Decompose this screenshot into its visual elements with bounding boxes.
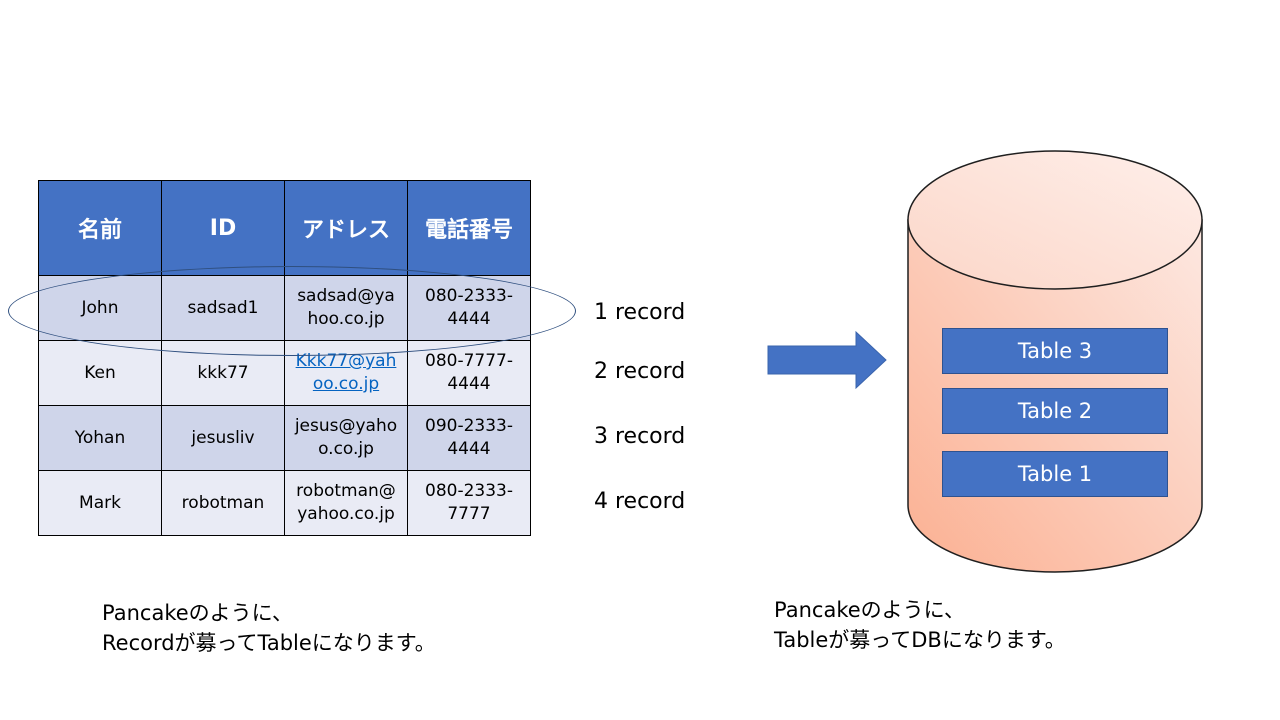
cell-phone: 080-2333- 4444 — [407, 275, 531, 341]
table-row: Ken kkk77 Kkk77@yah oo.co.jp 080-7777- 4… — [38, 340, 531, 406]
address-line-2: yahoo.co.jp — [297, 504, 395, 524]
header-id: ID — [161, 180, 285, 276]
address-line-2: hoo.co.jp — [307, 309, 385, 329]
phone-line-2: 4444 — [447, 309, 491, 329]
cell-address: jesus@yaho o.co.jp — [284, 405, 408, 471]
phone-line-1: 090-2333- — [425, 416, 513, 436]
caption-left-line-2: Recordが募ってTableになります。 — [102, 631, 436, 655]
cell-name: John — [38, 275, 162, 341]
email-link-line-1[interactable]: Kkk77@yah — [295, 351, 397, 371]
address-line-1: jesus@yaho — [294, 416, 398, 436]
address-line-2: o.co.jp — [318, 439, 374, 459]
records-table: 名前 ID アドレス 電話番号 John sadsad1 sadsad@ya h… — [38, 180, 531, 536]
caption-left-line-1: Pancakeのように、 — [102, 601, 294, 625]
record-label-3: 3 record — [594, 424, 686, 449]
cell-phone: 080-2333- 7777 — [407, 470, 531, 536]
cell-address: sadsad@ya hoo.co.jp — [284, 275, 408, 341]
phone-line-1: 080-2333- — [425, 481, 513, 501]
phone-line-2: 4444 — [447, 374, 491, 394]
cell-name: Yohan — [38, 405, 162, 471]
phone-line-2: 7777 — [447, 504, 491, 524]
record-label-1: 1 record — [594, 300, 686, 325]
caption-left: Pancakeのように、 Recordが募ってTableになります。 — [102, 598, 436, 658]
table-row: John sadsad1 sadsad@ya hoo.co.jp 080-233… — [38, 275, 531, 341]
table-header-row: 名前 ID アドレス 電話番号 — [38, 180, 531, 276]
caption-right-line-1: Pancakeのように、 — [774, 598, 966, 622]
db-table-3: Table 3 — [942, 328, 1168, 374]
caption-right-line-2: Tableが募ってDBになります。 — [774, 628, 1066, 652]
cell-phone: 080-7777- 4444 — [407, 340, 531, 406]
record-label-4: 4 record — [594, 489, 686, 514]
table-row: Yohan jesusliv jesus@yaho o.co.jp 090-23… — [38, 405, 531, 471]
cell-phone: 090-2333- 4444 — [407, 405, 531, 471]
db-table-2: Table 2 — [942, 388, 1168, 434]
cell-id: jesusliv — [161, 405, 285, 471]
phone-line-1: 080-7777- — [425, 351, 513, 371]
cell-id: kkk77 — [161, 340, 285, 406]
cell-name: Mark — [38, 470, 162, 536]
cell-address: robotman@ yahoo.co.jp — [284, 470, 408, 536]
header-phone: 電話番号 — [407, 180, 531, 276]
table-row: Mark robotman robotman@ yahoo.co.jp 080-… — [38, 470, 531, 536]
header-name: 名前 — [38, 180, 162, 276]
cell-id: sadsad1 — [161, 275, 285, 341]
header-address: アドレス — [284, 180, 408, 276]
address-line-1: sadsad@ya — [297, 286, 395, 306]
cell-name: Ken — [38, 340, 162, 406]
address-line-1: robotman@ — [296, 481, 396, 501]
record-label-2: 2 record — [594, 359, 686, 384]
phone-line-1: 080-2333- — [425, 286, 513, 306]
cell-id: robotman — [161, 470, 285, 536]
cell-address[interactable]: Kkk77@yah oo.co.jp — [284, 340, 408, 406]
db-table-1: Table 1 — [942, 451, 1168, 497]
email-link-line-2[interactable]: oo.co.jp — [312, 374, 380, 394]
right-arrow-icon — [767, 330, 887, 390]
phone-line-2: 4444 — [447, 439, 491, 459]
caption-right: Pancakeのように、 Tableが募ってDBになります。 — [774, 595, 1066, 655]
